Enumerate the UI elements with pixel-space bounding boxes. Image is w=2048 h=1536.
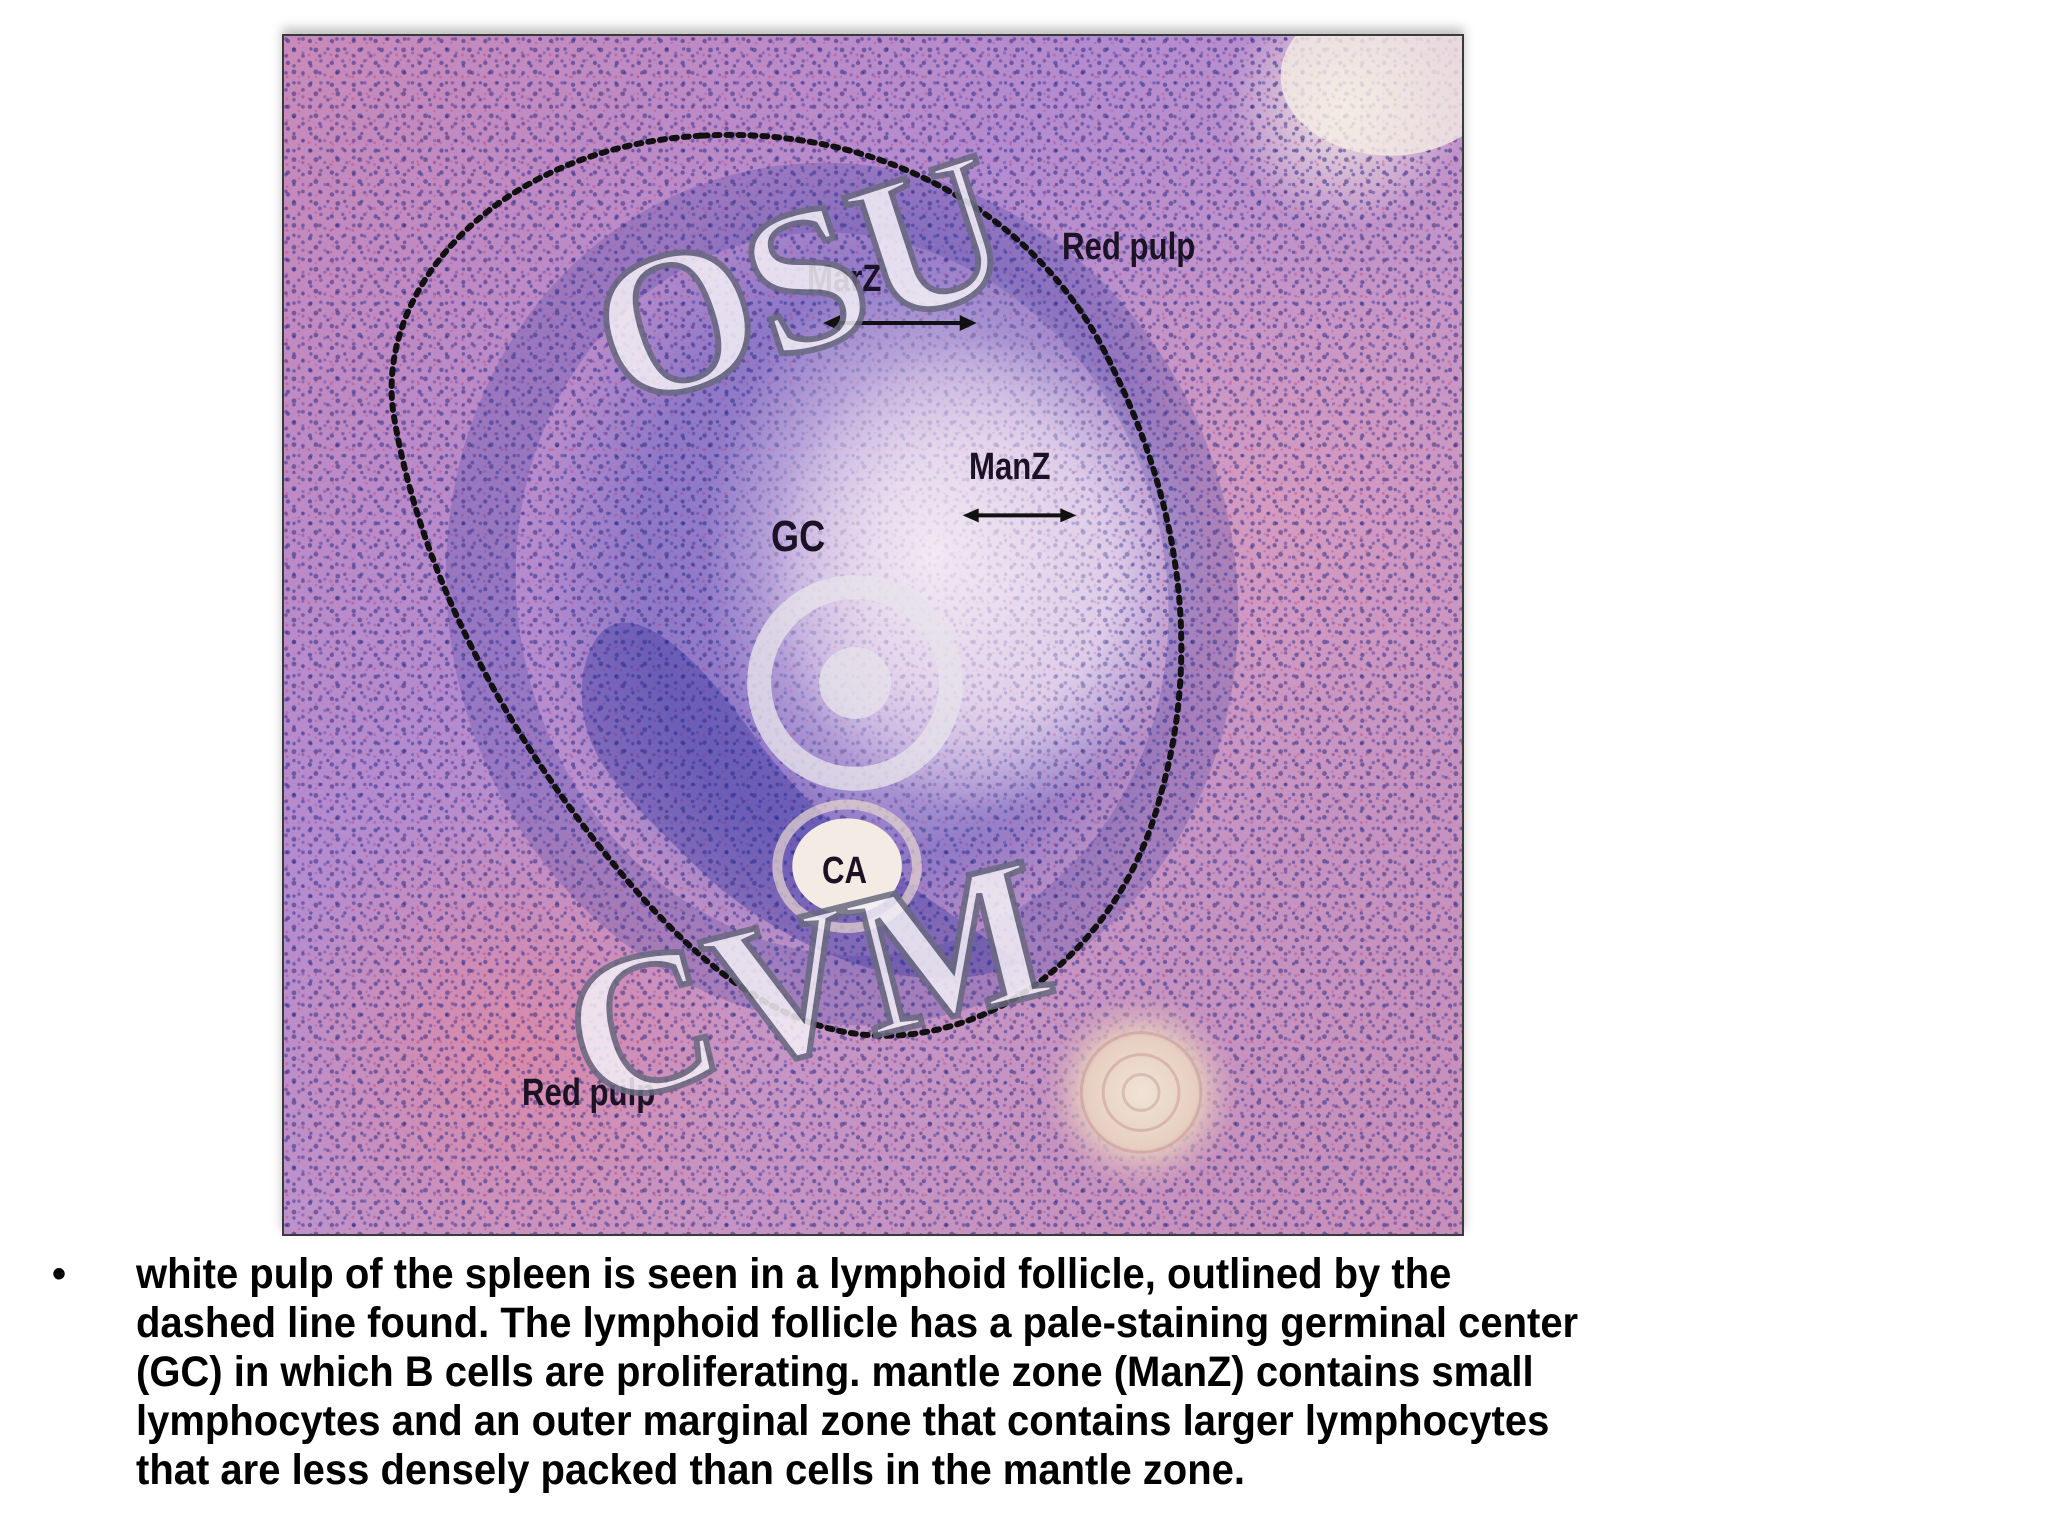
- pale-region: [1280, 36, 1462, 156]
- manz-arrow: [962, 508, 1077, 523]
- bullet-point: •: [52, 1252, 67, 1296]
- caption-line: dashed line found. The lymphoid follicle…: [136, 1299, 1579, 1347]
- spleen-micrograph: Red pulp MarZ ManZ GC CA Red pulp OSU CV…: [282, 34, 1464, 1236]
- mantle-zone-label: ManZ: [969, 446, 1051, 488]
- svg-text:OSU: OSU: [567, 110, 1035, 453]
- marz-arrow: [823, 315, 977, 332]
- caption-line: lymphocytes and an outer marginal zone t…: [136, 1397, 1550, 1445]
- micrograph-drawing: [284, 36, 1462, 1234]
- red-pulp-label-bottom: Red pulp: [522, 1072, 656, 1114]
- caption-text: white pulp of the spleen is seen in a ly…: [136, 1250, 1876, 1495]
- germinal-center-label: GC: [771, 512, 826, 561]
- central-arteriole-label: CA: [822, 850, 868, 892]
- follicle-outline: [388, 131, 1185, 1039]
- red-pulp-label-top: Red pulp: [1062, 226, 1196, 268]
- osu-cvm-watermark-logo: OSU CVM: [541, 107, 1073, 1154]
- marginal-zone-label: MarZ: [807, 258, 882, 300]
- caption: • white pulp of the spleen is seen in a …: [48, 1250, 1898, 1495]
- caption-line: that are less densely packed than cells …: [136, 1446, 1246, 1494]
- mantle-zone-band: [445, 162, 1239, 1026]
- svg-text:CVM: CVM: [544, 815, 1070, 1151]
- caption-line: white pulp of the spleen is seen in a ly…: [136, 1250, 1452, 1298]
- germinal-center: [702, 255, 1162, 854]
- trabecular-vessel: [1041, 992, 1241, 1193]
- caption-line: (GC) in which B cells are proliferating.…: [136, 1348, 1534, 1396]
- central-arteriole: [792, 818, 902, 915]
